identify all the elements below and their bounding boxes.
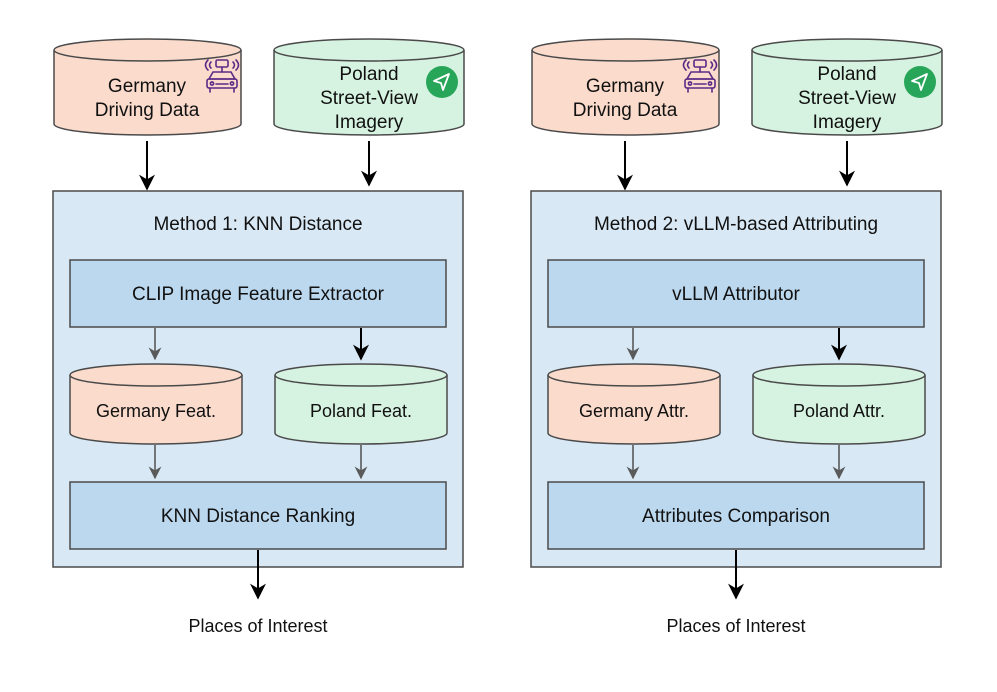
method-2-autonomous-car-icon-body <box>684 78 716 89</box>
method-2-extractor-label: vLLM Attributor <box>672 284 800 305</box>
method-2-germany-store <box>547 363 721 445</box>
method-2-poland-store <box>752 363 926 445</box>
method-2-poland-street-view-top <box>751 38 943 62</box>
method-2-germany-driving-data-top <box>531 38 720 62</box>
method-2-autonomous-car-icon-light-r <box>707 81 713 86</box>
method-1-autonomous-car-icon-wave-l2 <box>204 59 209 71</box>
method-2-autonomous-car-icon-wave-l2 <box>682 59 687 71</box>
method-2-output-label: Places of Interest <box>666 616 805 636</box>
method-1-autonomous-car-icon-wave-r1 <box>232 61 236 69</box>
method-2-autonomous-car-icon-wave-r2 <box>713 59 718 71</box>
method-1-poland-store-top <box>274 363 448 387</box>
method-1-germany-store-body <box>69 375 243 445</box>
method-1-autonomous-car-icon <box>204 59 240 93</box>
method-1-germany-store <box>69 363 243 445</box>
method-1-map-navigation-icon-arrow <box>433 73 450 91</box>
method-1-extractor-block <box>69 259 447 328</box>
method-2-poland-store-label: Poland Attr. <box>793 401 885 421</box>
method-1-poland-store-body <box>274 375 448 445</box>
method-2-poland-street-view-body <box>751 50 943 136</box>
method-1-poland-street-view-body <box>273 50 465 136</box>
method-1-germany-driving-data <box>53 38 242 136</box>
method-1-map-navigation-icon <box>426 66 458 98</box>
method-2-extractor-block <box>547 259 925 328</box>
method-2-poland-store-body <box>752 375 926 445</box>
method-1-poland-street-view <box>273 38 465 136</box>
method-1-autonomous-car-icon-light-l <box>209 81 215 86</box>
method-1-combiner-block <box>69 481 447 550</box>
method-2-autonomous-car-icon-wave-r1 <box>710 61 714 69</box>
method-2-autonomous-car-icon-light-l <box>687 81 693 86</box>
method-2-poland-street-view <box>751 38 943 136</box>
method-2-poland-store-top <box>752 363 926 387</box>
method-2-germany-store-body <box>547 375 721 445</box>
method-2-germany-driving-data <box>531 38 720 136</box>
method-1-output-label: Places of Interest <box>188 616 327 636</box>
method-2-combiner-block <box>547 481 925 550</box>
method-1-germany-driving-data-top <box>53 38 242 62</box>
method-2-germany-driving-data-body <box>531 50 720 136</box>
method-1-germany-store-top <box>69 363 243 387</box>
method-2-title: Method 2: vLLM-based Attributing <box>594 214 878 235</box>
method-2-map-navigation-icon <box>904 66 936 98</box>
method-1-extractor-label: CLIP Image Feature Extractor <box>132 284 385 305</box>
method-1-autonomous-car-icon-wave-l1 <box>208 61 212 69</box>
method-1-germany-driving-data-body <box>53 50 242 136</box>
method-1-combiner-label: KNN Distance Ranking <box>161 506 355 527</box>
method-1-germany-store-label: Germany Feat. <box>96 401 216 421</box>
method-1-autonomous-car-icon-light-r <box>229 81 235 86</box>
method-2-map-navigation-icon-disc <box>904 66 936 98</box>
method-2-germany-store-label: Germany Attr. <box>579 401 689 421</box>
method-1-autonomous-car-icon-body <box>206 78 238 89</box>
method-2-combiner-label: Attributes Comparison <box>642 506 830 527</box>
method-1-poland-store <box>274 363 448 445</box>
method-2-autonomous-car-icon <box>682 59 718 93</box>
method-2-autonomous-car-icon-wave-l1 <box>686 61 690 69</box>
method-2-germany-store-top <box>547 363 721 387</box>
method-1-title: Method 1: KNN Distance <box>153 214 362 235</box>
method-2-map-navigation-icon-arrow <box>911 73 928 91</box>
method-1-poland-street-view-top <box>273 38 465 62</box>
method-1-map-navigation-icon-disc <box>426 66 458 98</box>
method-1-autonomous-car-icon-wave-r2 <box>235 59 240 71</box>
method-1-poland-store-label: Poland Feat. <box>310 401 412 421</box>
